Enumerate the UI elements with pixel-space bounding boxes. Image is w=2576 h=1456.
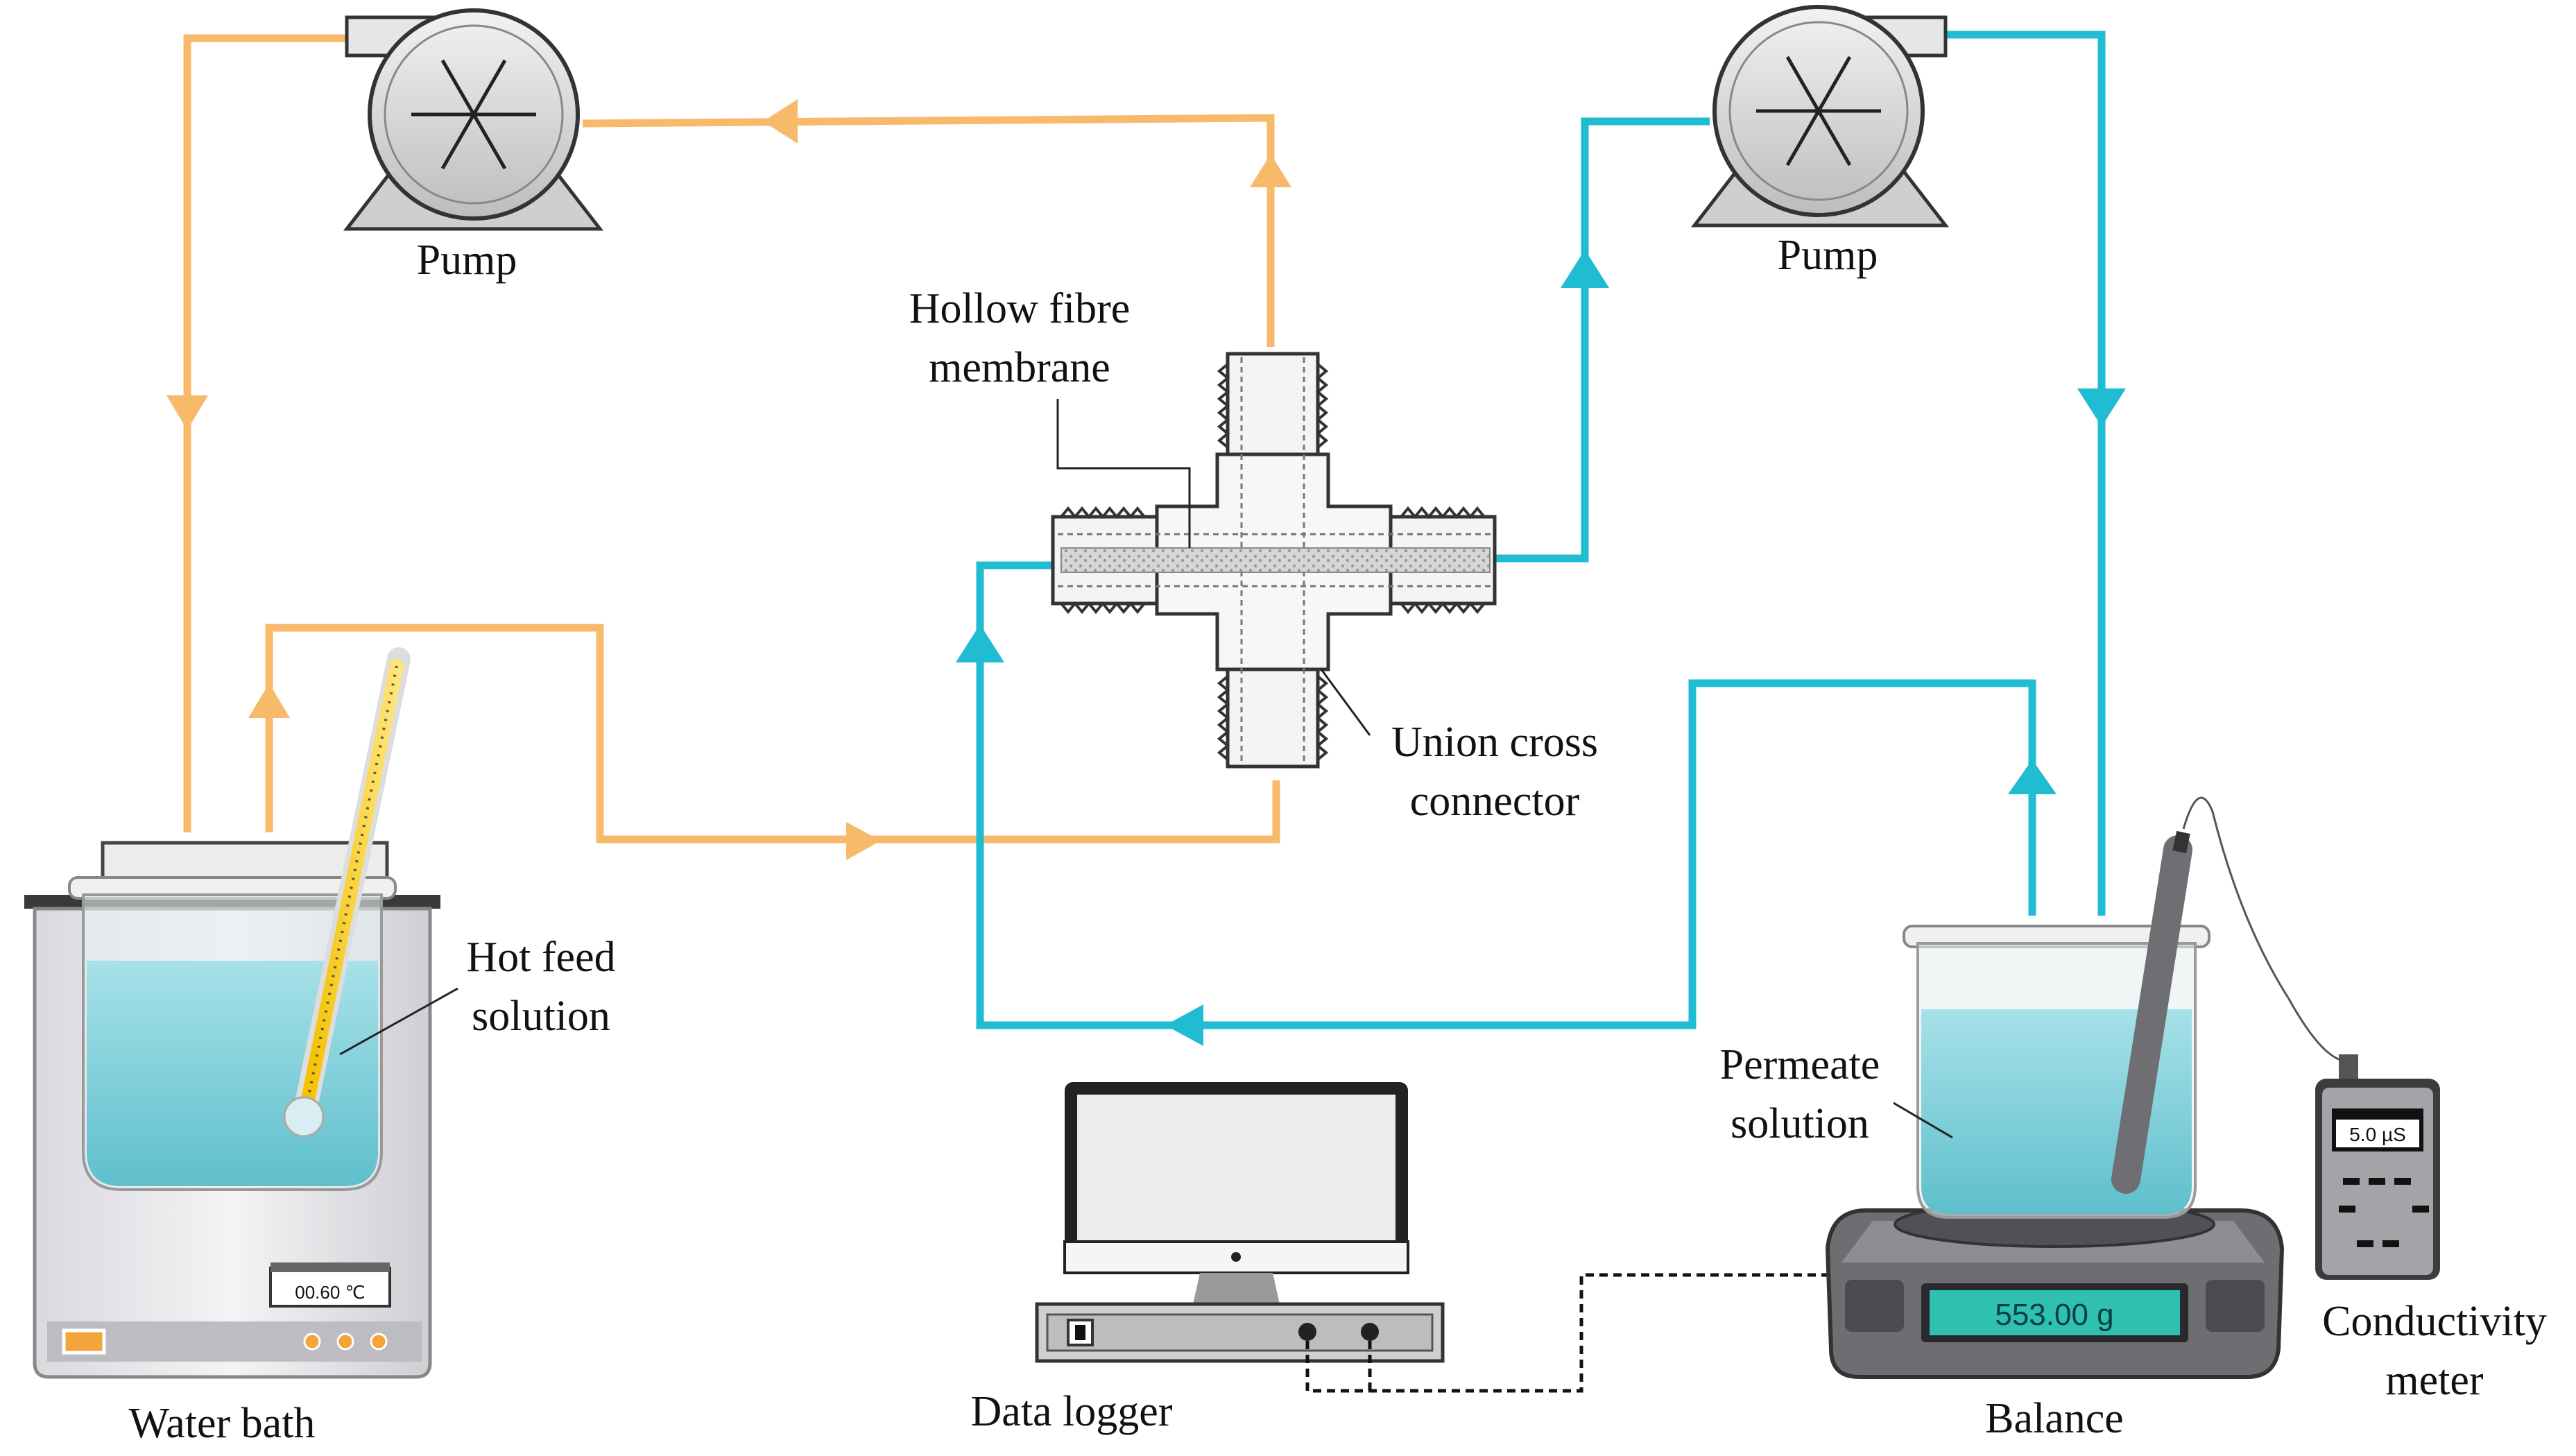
balance-label: Balance bbox=[1985, 1395, 2124, 1442]
hollow-fibre-leader bbox=[1056, 399, 1191, 548]
permeate-label-1: Permeate bbox=[1720, 1041, 1880, 1088]
flow-arrow-perm-up-left bbox=[956, 624, 1004, 662]
hot-feed-leader bbox=[339, 987, 458, 1056]
data-logger bbox=[1035, 1082, 1445, 1363]
pump-right-label: Pump bbox=[1778, 232, 1878, 279]
monitor-icon bbox=[1063, 1082, 1409, 1304]
hot-feed-label-1: Hot feed bbox=[466, 934, 615, 981]
union-cross-label-1: Union cross bbox=[1391, 719, 1598, 766]
pump-icon bbox=[1756, 55, 1881, 166]
permeate-loop bbox=[956, 31, 2126, 1046]
conductivity-label-1: Conductivity bbox=[2322, 1298, 2547, 1345]
water-bath-display: 00.60 ℃ bbox=[295, 1282, 366, 1303]
flow-arrow-feed-right bbox=[846, 822, 881, 860]
flow-arrow-perm-down bbox=[2077, 388, 2126, 427]
hot-feed-label-2: solution bbox=[472, 993, 610, 1040]
union-cross-leader bbox=[1320, 669, 1371, 736]
flow-arrow-feed-up-left bbox=[248, 683, 290, 718]
union-cross-connector bbox=[1051, 352, 1497, 769]
left-pump bbox=[343, 8, 604, 231]
permeate-label-2: solution bbox=[1731, 1100, 1869, 1147]
data-logger-label: Data logger bbox=[971, 1388, 1173, 1435]
water-bath-label: Water bath bbox=[129, 1400, 316, 1447]
signal-cable bbox=[1305, 1273, 1845, 1393]
flow-arrow-perm-up-balance bbox=[2008, 760, 2056, 794]
pump-left-label: Pump bbox=[417, 237, 517, 284]
hollow-fibre-label-2: membrane bbox=[929, 344, 1110, 391]
thermometer-icon bbox=[283, 647, 411, 1138]
feed-loop bbox=[166, 34, 1291, 860]
conductivity-label-2: meter bbox=[2385, 1357, 2483, 1404]
hollow-fibre-label-1: Hollow fibre bbox=[909, 285, 1131, 332]
pump-icon bbox=[411, 59, 536, 170]
permeate-leader bbox=[1893, 1102, 1953, 1139]
conductivity-display: 5.0 µS bbox=[2349, 1124, 2406, 1145]
water-bath: 00.60 ℃ bbox=[24, 647, 440, 1379]
flow-arrow-feed-left bbox=[763, 99, 798, 144]
union-cross-label-2: connector bbox=[1410, 778, 1580, 825]
flow-arrow-perm-left bbox=[1165, 1004, 1203, 1046]
probe-icon bbox=[2111, 796, 2349, 1194]
flow-arrow-perm-up-right bbox=[1561, 250, 1609, 288]
flow-arrow-feed-up-right bbox=[1250, 154, 1291, 187]
balance-display: 553.00 g bbox=[1995, 1298, 2113, 1332]
balance: 553.00 g bbox=[1825, 1201, 2285, 1379]
conductivity-meter: 5.0 µS bbox=[2315, 1054, 2440, 1280]
right-pump bbox=[1690, 5, 1950, 228]
flow-arrow-feed-down bbox=[166, 395, 208, 430]
